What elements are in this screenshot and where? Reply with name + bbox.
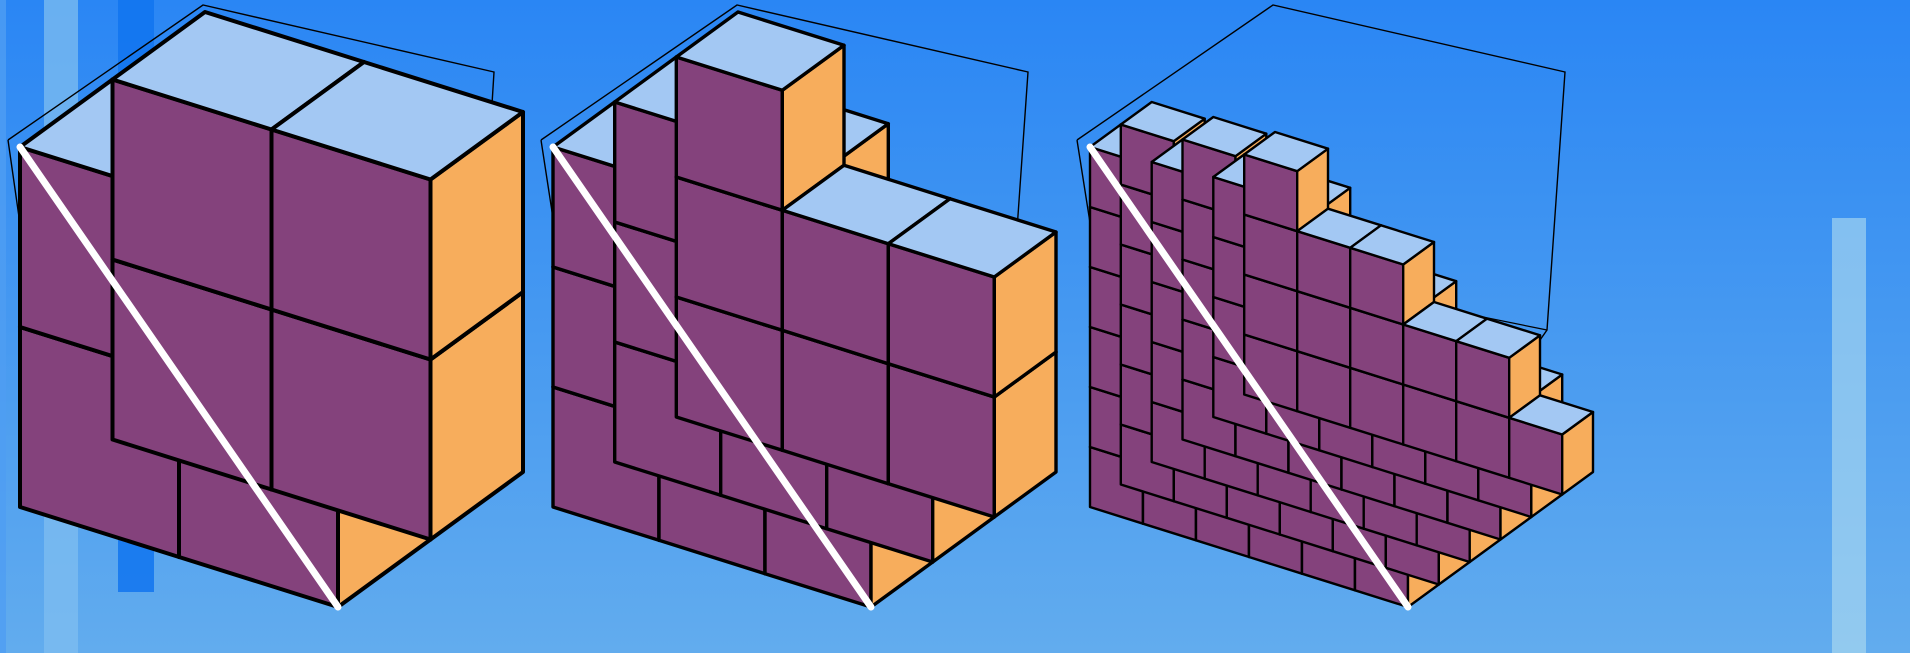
- unit-cube: [1350, 225, 1434, 324]
- stripe: [0, 0, 6, 653]
- unit-cube: [1456, 319, 1540, 418]
- unit-cube: [272, 62, 524, 360]
- unit-cubes: [20, 12, 523, 607]
- unit-cube: [888, 199, 1056, 397]
- unit-cube: [676, 12, 844, 210]
- unit-cube: [1244, 132, 1328, 231]
- unit-cube: [1509, 395, 1593, 494]
- stripe: [1832, 218, 1866, 653]
